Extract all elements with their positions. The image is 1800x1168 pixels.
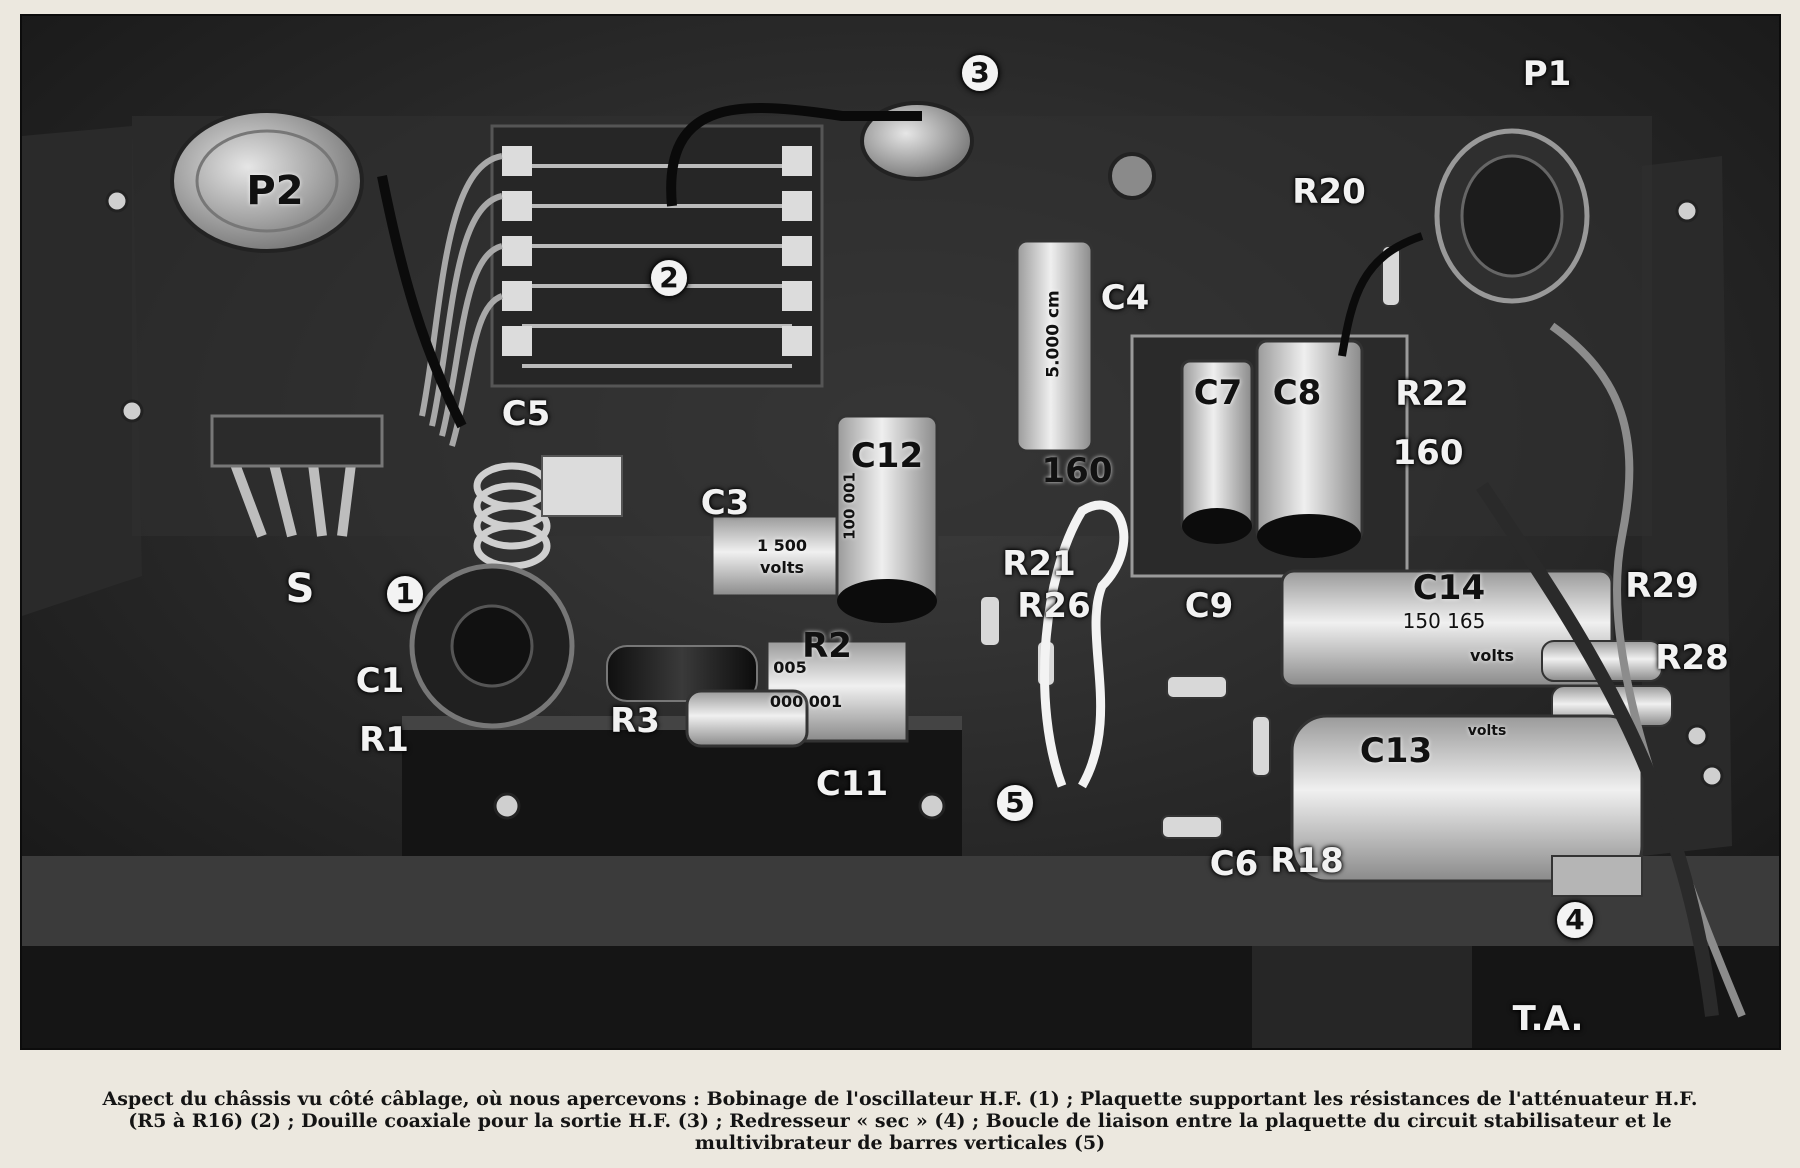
label-r3: R3 bbox=[610, 701, 660, 741]
label-r21: R21 bbox=[1002, 544, 1076, 584]
label-c14: C14 bbox=[1412, 568, 1486, 608]
label-c7: C7 bbox=[1193, 373, 1243, 413]
label-ta: T.A. bbox=[1512, 999, 1584, 1039]
marker-3: 3 bbox=[960, 53, 1000, 93]
r2-marking-b: 000 001 bbox=[769, 692, 843, 711]
c12-marking: 100 001 bbox=[840, 472, 859, 540]
label-c3: C3 bbox=[700, 483, 750, 523]
label-p1: P1 bbox=[1522, 54, 1572, 94]
chassis-photo: 5.000 cm 1 500 volts 150 165 volts 005 0… bbox=[20, 14, 1781, 1050]
label-r1: R1 bbox=[359, 720, 409, 760]
label-160-left: 160 bbox=[1041, 451, 1113, 491]
figure-caption: Aspect du châssis vu côté câblage, où no… bbox=[102, 1088, 1698, 1154]
c14-unit: volts bbox=[1469, 646, 1515, 665]
c13-unit: volts bbox=[1467, 723, 1507, 739]
label-p2: P2 bbox=[246, 168, 304, 214]
marker-1: 1 bbox=[385, 574, 425, 614]
label-s: S bbox=[285, 566, 315, 612]
label-c5: C5 bbox=[501, 394, 551, 434]
marker-5: 5 bbox=[995, 783, 1035, 823]
label-r2: R2 bbox=[802, 626, 852, 666]
label-c12: C12 bbox=[850, 436, 924, 476]
c3-marking: 1 500 bbox=[756, 536, 808, 555]
label-c9: C9 bbox=[1184, 586, 1234, 626]
label-c1: C1 bbox=[355, 661, 405, 701]
label-r29: R29 bbox=[1625, 566, 1699, 606]
label-r26: R26 bbox=[1017, 586, 1091, 626]
label-r28: R28 bbox=[1655, 638, 1729, 678]
c4-marking: 5.000 cm bbox=[1043, 290, 1064, 378]
label-c6: C6 bbox=[1209, 844, 1259, 884]
marker-2: 2 bbox=[649, 258, 689, 298]
label-r22: R22 bbox=[1395, 374, 1469, 414]
c14-marking: 150 165 bbox=[1402, 609, 1486, 633]
label-r20: R20 bbox=[1292, 172, 1366, 212]
r2-marking-a: 005 bbox=[773, 658, 807, 677]
c3-unit: volts bbox=[759, 558, 805, 577]
label-c13: C13 bbox=[1359, 731, 1433, 771]
marker-4: 4 bbox=[1555, 900, 1595, 940]
label-c11: C11 bbox=[815, 764, 889, 804]
label-c8: C8 bbox=[1272, 373, 1322, 413]
label-r18: R18 bbox=[1270, 841, 1344, 881]
label-160-right: 160 bbox=[1392, 433, 1464, 473]
label-c4: C4 bbox=[1100, 278, 1150, 318]
chassis-illustration bbox=[22, 16, 1779, 1048]
